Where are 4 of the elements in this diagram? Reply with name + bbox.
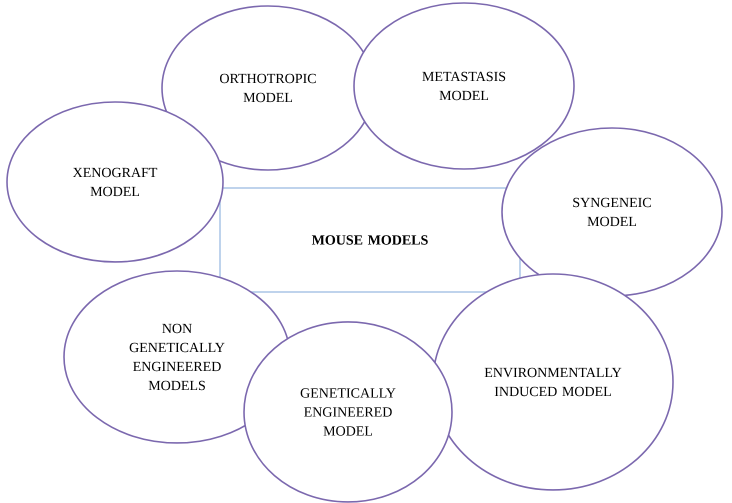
node-label: ENVIRONMENTALLY INDUCED MODEL — [484, 368, 622, 396]
node-label: GENETICALLY ENGINEERED MODEL — [300, 388, 396, 436]
title-band: MOUSE MODELS — [219, 187, 521, 293]
node-label: SYNGENEIC MODEL — [573, 198, 651, 226]
